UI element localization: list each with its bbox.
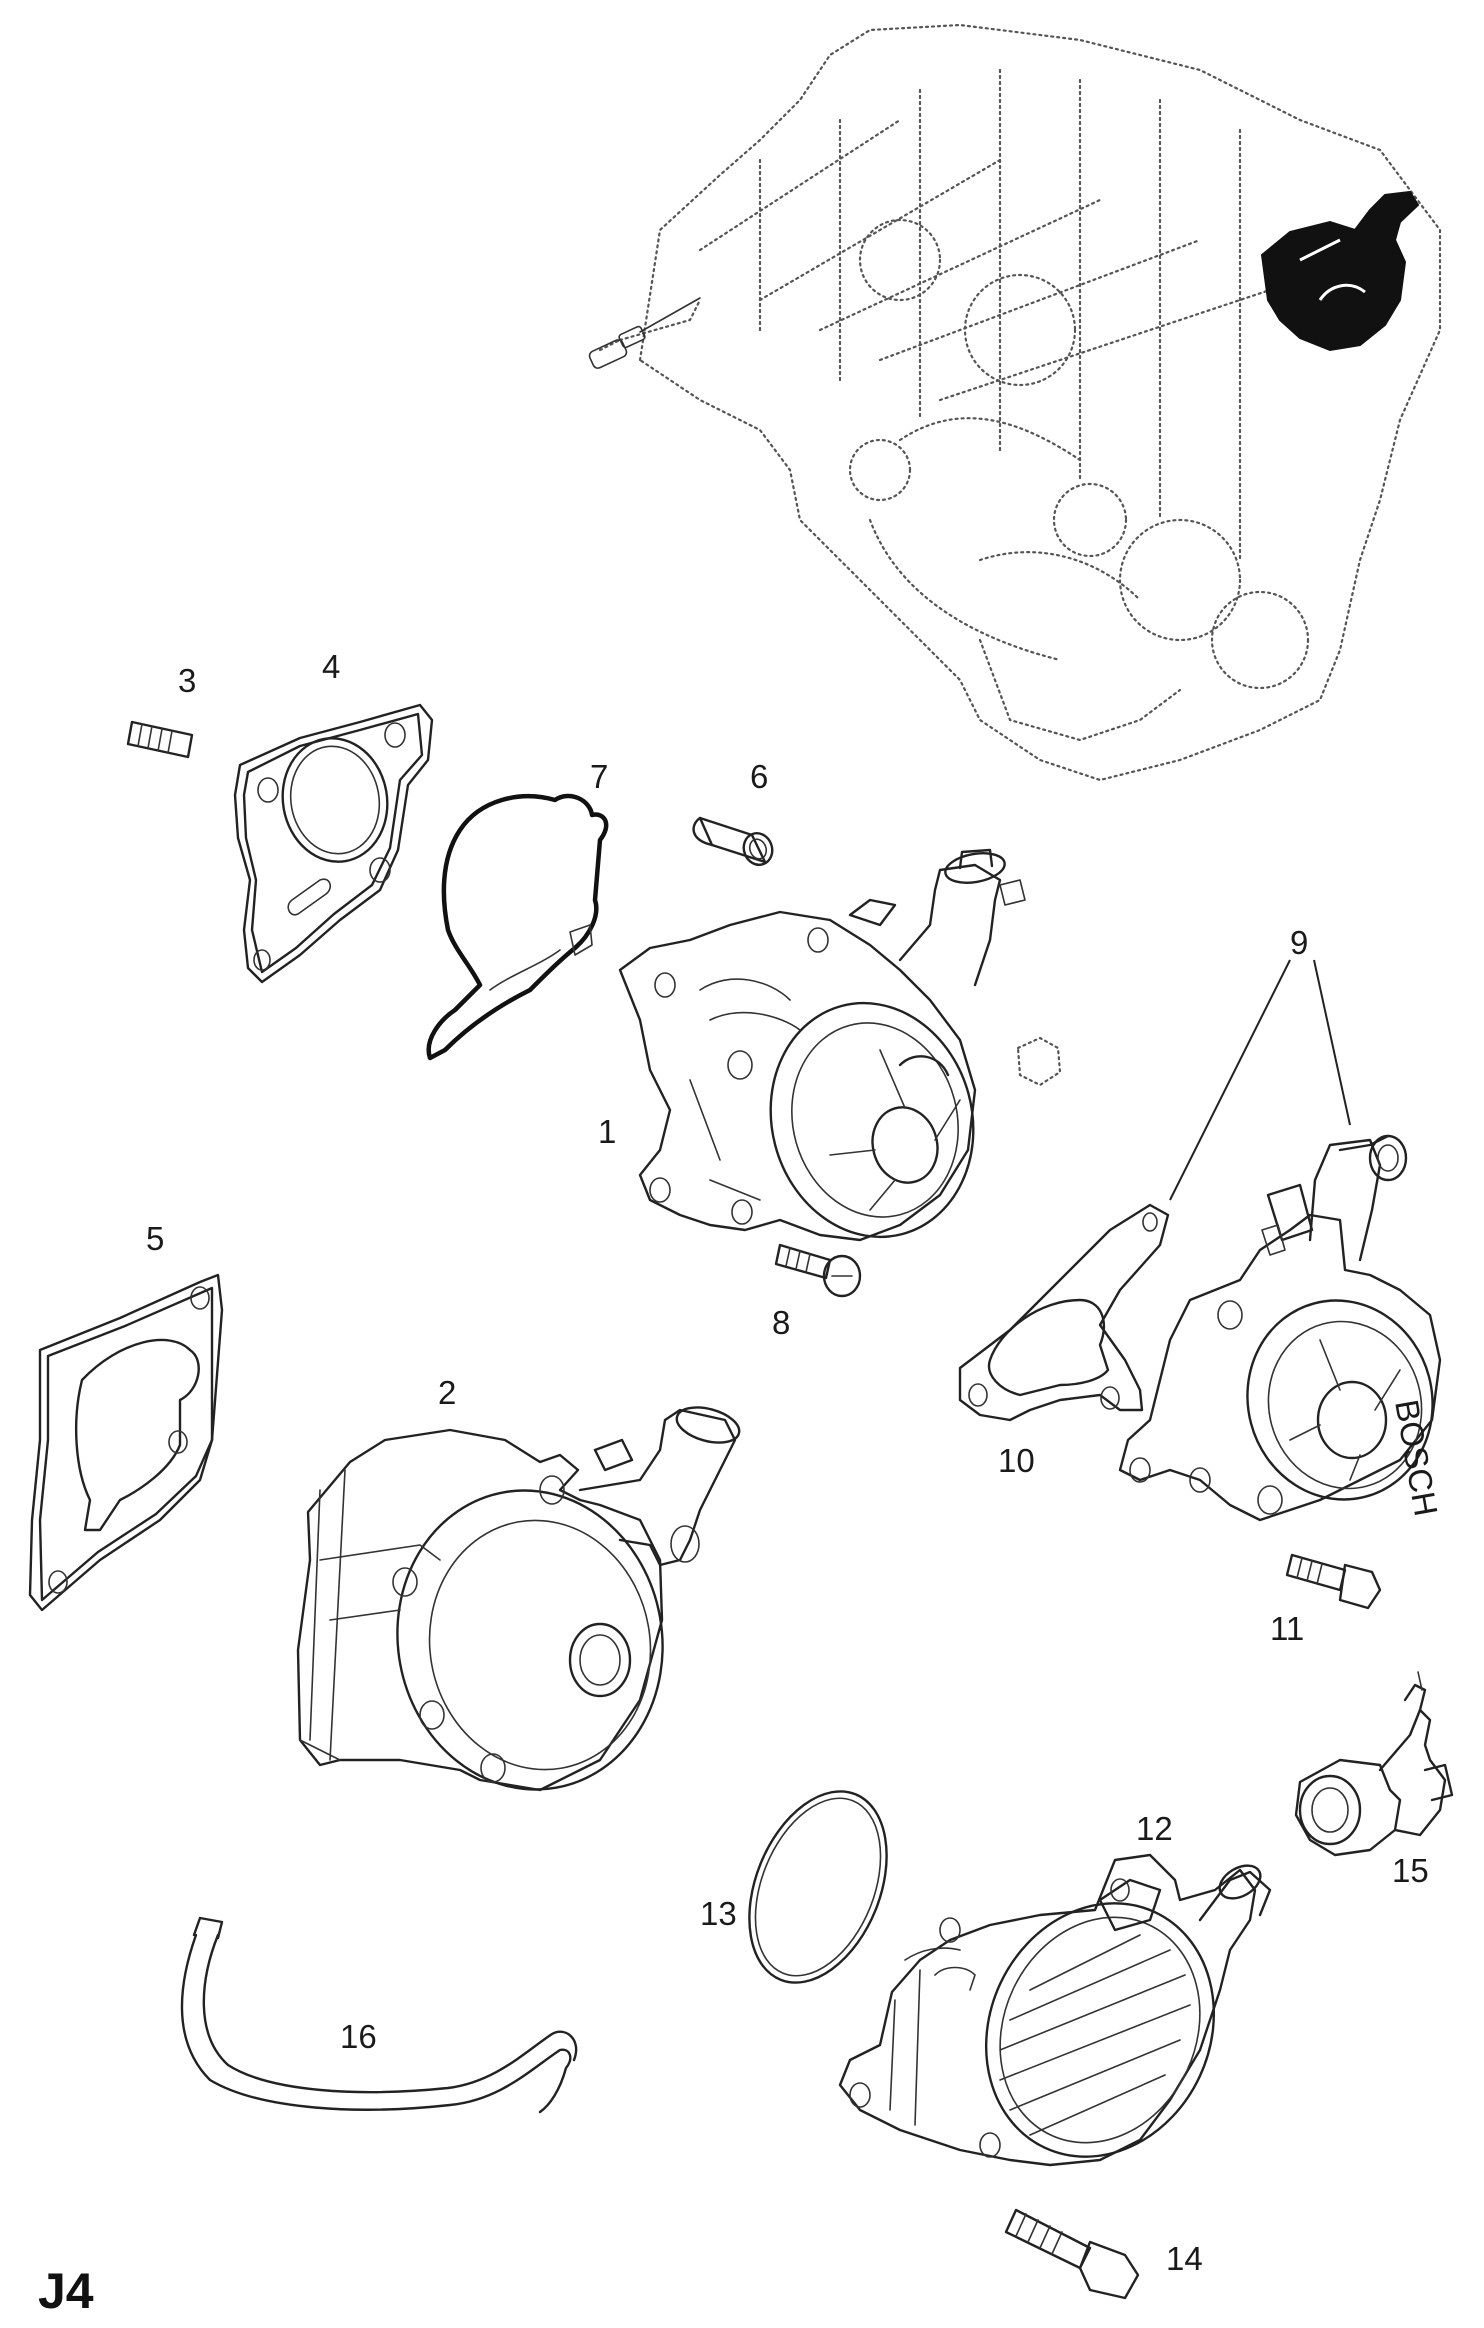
callout-7: 7 [590, 758, 608, 795]
part-10-gasket [958, 1203, 1170, 1422]
part-1-vacuum-pump [618, 848, 1026, 1242]
part-7-gasket [426, 793, 609, 1061]
highlighted-pump-location [1260, 190, 1420, 352]
part-15-connector [1294, 1671, 1454, 1857]
callout-8: 8 [772, 1304, 790, 1341]
callout-3: 3 [178, 662, 196, 699]
callout-2: 2 [438, 1374, 456, 1411]
callout-15: 15 [1392, 1852, 1429, 1889]
part-8-bolt [774, 1243, 862, 1298]
part-16-hose [180, 1916, 578, 2114]
callout-1: 1 [598, 1113, 616, 1150]
small-nut [1016, 1036, 1062, 1087]
part-11-bolt [1285, 1553, 1382, 1610]
callout-14: 14 [1166, 2240, 1203, 2277]
part-13-o-ring [748, 1790, 888, 1984]
part-6-sleeve [692, 816, 774, 866]
part-5-gasket-plate [28, 1273, 224, 1612]
callout-16: 16 [340, 2018, 377, 2055]
part-3-stud [126, 720, 194, 759]
callout-4: 4 [322, 648, 340, 685]
part-2-vacuum-pump [296, 1406, 741, 1792]
part-4-flange-plate [233, 703, 434, 984]
callout-11: 11 [1270, 1610, 1304, 1647]
callout-13: 13 [700, 1895, 737, 1932]
page-id: J4 [38, 2263, 94, 2319]
part-12-vacuum-pump [838, 1853, 1272, 2167]
bosch-mark: BOSCH [1388, 1397, 1445, 1519]
engine-block-illustration [588, 23, 1442, 782]
part-14-bolt [1004, 2208, 1140, 2300]
callout-10: 10 [998, 1442, 1035, 1479]
callout-9: 9 [1290, 924, 1308, 961]
callout-6: 6 [750, 758, 768, 795]
part-9-vacuum-pump-assembly: BOSCH [1118, 959, 1445, 1522]
callout-12: 12 [1136, 1810, 1173, 1847]
callout-5: 5 [146, 1220, 164, 1257]
